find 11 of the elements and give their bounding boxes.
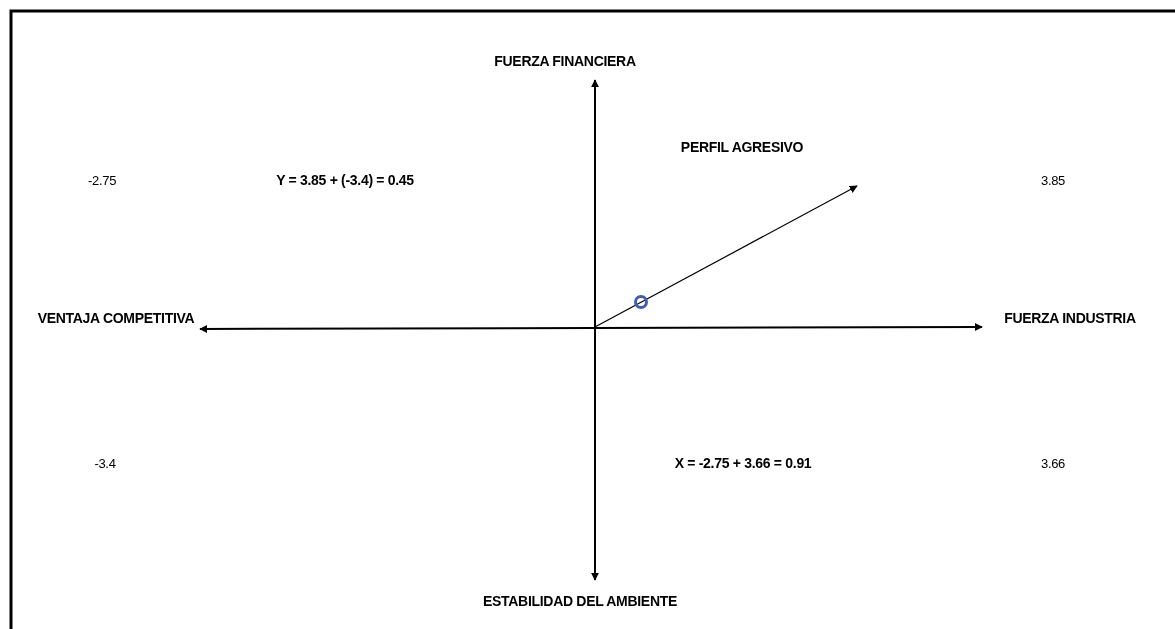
quadrant-label: PERFIL AGRESIVO — [680, 139, 804, 155]
axis-value: 3.85 — [1040, 172, 1066, 188]
axis-value: -3.4 — [94, 455, 116, 471]
axis-label: VENTAJA COMPETITIVA — [37, 310, 195, 326]
axis-label: FUERZA INDUSTRIA — [1004, 310, 1136, 326]
formula: Y = 3.85 + (-3.4) = 0.45 — [276, 172, 414, 188]
axis-value: 3.66 — [1040, 455, 1066, 471]
formula: X = -2.75 + 3.66 = 0.91 — [674, 455, 812, 471]
axis-label: FUERZA FINANCIERA — [494, 53, 636, 69]
axis-label: ESTABILIDAD DEL AMBIENTE — [483, 593, 677, 609]
axis-value: -2.75 — [87, 172, 117, 188]
